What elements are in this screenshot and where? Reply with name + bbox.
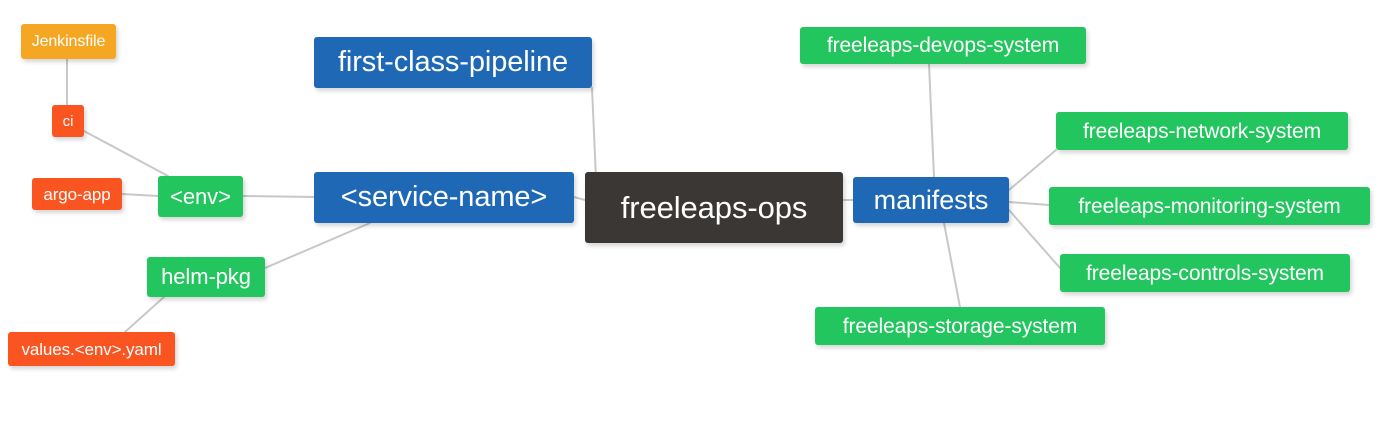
node-label: freeleaps-storage-system <box>842 314 1078 338</box>
node-label: first-class-pipeline <box>337 46 569 78</box>
node-label: values.<env>.yaml <box>21 339 162 359</box>
node-controls-system[interactable]: freeleaps-controls-system <box>1060 254 1350 292</box>
node-env[interactable]: <env> <box>158 176 243 217</box>
node-label: ci <box>62 112 74 130</box>
edge-manifests-to-monitoring_system <box>1008 201 1050 206</box>
node-label: argo-app <box>43 184 111 204</box>
node-label: helm-pkg <box>161 264 251 289</box>
edge-helm_pkg-to-values_yaml <box>124 296 165 333</box>
node-label: freeleaps-devops-system <box>826 34 1060 57</box>
edge-env-to-ci <box>83 130 169 177</box>
node-helm-pkg[interactable]: helm-pkg <box>147 257 265 297</box>
node-network-system[interactable]: freeleaps-network-system <box>1056 112 1348 150</box>
edge-manifests-to-devops_system <box>928 63 935 178</box>
edge-root-to-service_name <box>573 196 586 201</box>
edge-service_name-to-env <box>242 195 315 198</box>
edge-manifests-to-network_system <box>1008 149 1057 191</box>
node-jenkinsfile[interactable]: Jenkinsfile <box>21 24 116 59</box>
node-service-name[interactable]: <service-name> <box>314 172 574 223</box>
node-label: <service-name> <box>340 181 548 213</box>
node-label: Jenkinsfile <box>31 32 106 50</box>
node-label: freeleaps-monitoring-system <box>1078 194 1341 218</box>
node-monitoring-system[interactable]: freeleaps-monitoring-system <box>1049 187 1370 225</box>
node-label: freeleaps-network-system <box>1082 119 1321 143</box>
node-manifests[interactable]: manifests <box>853 177 1009 223</box>
node-label: manifests <box>873 184 989 215</box>
node-argo-app[interactable]: argo-app <box>32 178 122 210</box>
node-root[interactable]: freeleaps-ops <box>585 172 843 243</box>
node-label: freeleaps-ops <box>620 190 808 225</box>
edge-env-to-argo_app <box>121 193 159 197</box>
node-values-yaml[interactable]: values.<env>.yaml <box>8 332 175 366</box>
node-ci[interactable]: ci <box>52 105 84 137</box>
node-label: freeleaps-controls-system <box>1086 261 1324 285</box>
node-label: <env> <box>170 183 231 209</box>
node-first-class-pipeline[interactable]: first-class-pipeline <box>314 37 592 88</box>
edge-root-to-first_class_pipeline <box>591 87 597 179</box>
edge-manifests-to-storage_system <box>943 222 961 308</box>
node-storage-system[interactable]: freeleaps-storage-system <box>815 307 1105 345</box>
edge-service_name-to-helm_pkg <box>264 222 371 269</box>
node-devops-system[interactable]: freeleaps-devops-system <box>800 27 1086 64</box>
